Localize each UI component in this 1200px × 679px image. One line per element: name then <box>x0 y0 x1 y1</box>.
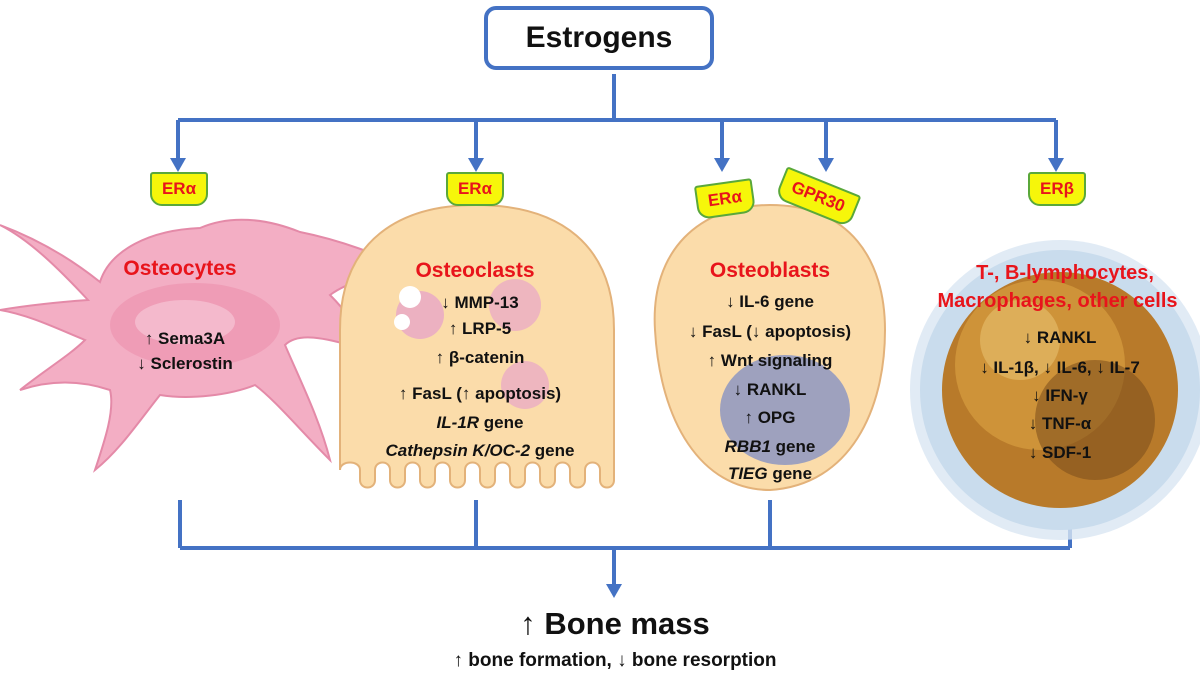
osteoblasts-gene-1: RBB1 gene <box>724 437 816 456</box>
immune-effect-1: ↓ RANKL <box>1023 328 1097 347</box>
immune-cell-illustration <box>910 240 1200 540</box>
osteocytes-label: Osteocytes <box>123 257 237 280</box>
immune-effect-5: ↓ SDF-1 <box>1028 443 1092 462</box>
osteoclasts-gene-2: Cathepsin K/OC-2 gene <box>385 441 575 460</box>
osteoclasts-effect-3: ↑ β-catenin <box>435 348 525 367</box>
arrow-osteocytes <box>170 158 186 172</box>
arrow-osteoclasts <box>468 158 484 172</box>
osteoclasts-gene-1: IL-1R gene <box>436 413 524 432</box>
immune-label-line-2: Macrophages, other cells <box>937 290 1178 312</box>
estrogens-title-box: Estrogens <box>484 6 714 70</box>
osteoclasts-effect-2: ↑ LRP-5 <box>448 319 512 338</box>
osteoblasts-effect-5: ↑ OPG <box>744 408 796 427</box>
bone-mass-subtext: ↑ bone formation, ↓ bone resorption <box>453 650 777 671</box>
arrow-osteoblasts-era <box>714 158 730 172</box>
immune-effect-4: ↓ TNF-α <box>1028 414 1092 433</box>
osteoclasts-label: Osteoclasts <box>415 259 535 282</box>
osteoclasts-effect-1: ↓ MMP-13 <box>441 293 519 312</box>
osteoclast-illustration <box>339 203 615 489</box>
osteoblasts-gene-2: TIEG gene <box>727 464 813 483</box>
osteoblasts-effect-4: ↓ RANKL <box>733 380 807 399</box>
immune-label-line-1: T-, B-lymphocytes, <box>976 262 1154 284</box>
osteocytes-effect-2: ↓ Sclerostin <box>137 354 233 373</box>
arrow-immune <box>1048 158 1064 172</box>
osteocyte-illustration <box>0 218 414 473</box>
arrowheads <box>170 158 1064 598</box>
arrow-osteoblasts-gpr30 <box>818 158 834 172</box>
osteoclasts-receptor: ERα <box>446 172 504 206</box>
immune-effect-2: ↓ IL-1β, ↓ IL-6, ↓ IL-7 <box>980 358 1140 377</box>
osteoblast-illustration <box>653 203 887 492</box>
osteocytes-effect-1: ↑ Sema3A <box>144 329 226 348</box>
osteoclasts-effect-4: ↑ FasL (↑ apoptosis) <box>398 384 562 403</box>
osteoblasts-effect-2: ↓ FasL (↓ apoptosis) <box>688 322 852 341</box>
bone-mass-outcome: ↑ Bone mass <box>520 606 710 641</box>
immune-effect-3: ↓ IFN-γ <box>1032 386 1088 405</box>
immune-receptor: ERβ <box>1028 172 1086 206</box>
osteoblasts-effect-1: ↓ IL-6 gene <box>726 292 814 311</box>
arrow-outcome <box>606 584 622 598</box>
osteocytes-receptor: ERα <box>150 172 208 206</box>
osteoblasts-label: Osteoblasts <box>709 259 831 282</box>
osteoblasts-effect-3: ↑ Wnt signaling <box>707 351 833 370</box>
